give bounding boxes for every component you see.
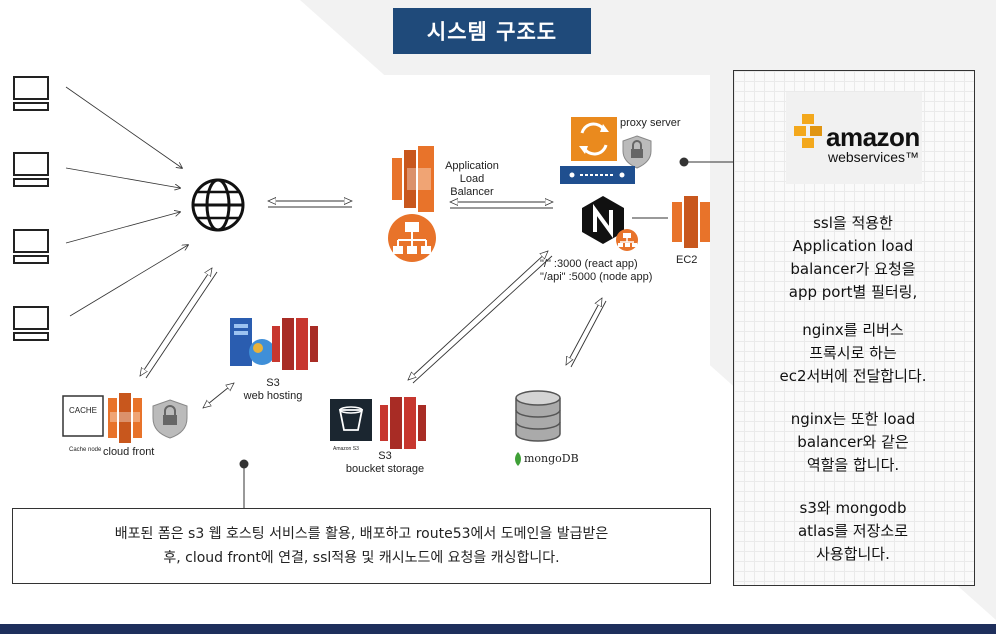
client-computer-icon (13, 152, 49, 187)
side-line: 사용합니다. (816, 545, 890, 563)
amazon-s3-label: Amazon S3 (333, 446, 359, 452)
double-arrow (450, 202, 553, 209)
proxy-server-label: proxy server (620, 117, 681, 129)
side-paragraph: ssl을 적용한 Application load balancer가 요청을 … (740, 212, 966, 304)
s3-icon (272, 318, 318, 370)
shield-icon (152, 399, 188, 439)
ec2-icon (672, 196, 710, 248)
cache-label: CACHE (68, 406, 97, 415)
mongodb-label: mongoDB (524, 452, 579, 465)
side-line: balancer가 요청을 (790, 260, 916, 278)
alb-label: Application Load Balancer (445, 160, 499, 198)
bottom-note-line: 후, cloud front에 연결, ssl적용 및 캐시노드에 요청을 캐싱… (163, 550, 560, 566)
database-icon (515, 390, 561, 442)
s3-web-hosting-label: S3 web hosting (243, 377, 303, 402)
s3-icon (380, 397, 426, 449)
double-arrow (140, 268, 218, 379)
mongodb-leaf-icon (515, 452, 521, 466)
side-line: s3와 mongodb (799, 499, 907, 517)
side-line: ec2서버에 전달합니다. (779, 367, 927, 385)
double-arrow (268, 201, 352, 208)
cloudfront-icon (108, 393, 142, 443)
page-title: 시스템 구조도 (393, 8, 591, 54)
route-label: "/" :3000 (react app) "/api" :5000 (node… (540, 258, 653, 283)
double-arrow (566, 298, 607, 368)
cache-node-label: Cache node (69, 447, 102, 453)
side-paragraph: s3와 mongodb atlas를 저장소로 사용합니다. (740, 497, 966, 566)
bottom-note-line: 배포된 폼은 s3 웹 호스팅 서비스를 활용, 배포하고 route53에서 … (114, 526, 609, 542)
shield-icon (622, 135, 652, 169)
side-line: app port별 필터링, (788, 283, 918, 301)
client-computer-icon (13, 76, 49, 111)
side-line: Application load (792, 237, 914, 255)
web-server-icon (230, 318, 275, 366)
side-line: ssl을 적용한 (813, 214, 893, 232)
client-computer-icon (13, 306, 49, 341)
s3-bucket-icon (330, 399, 372, 441)
cache-icon (62, 395, 104, 437)
side-line: 프록시로 하는 (809, 344, 897, 362)
globe-icon (191, 178, 245, 232)
bottom-note: 배포된 폼은 s3 웹 호스팅 서비스를 활용, 배포하고 route53에서 … (12, 508, 711, 584)
load-balancer-icon (388, 214, 436, 262)
aws-logo-subtext: webservices™ (828, 149, 920, 165)
double-arrow (408, 251, 553, 384)
side-line: 역할을 합니다. (806, 456, 900, 474)
side-line: atlas를 저장소로 (797, 522, 909, 540)
side-line: nginx를 리버스 (802, 321, 904, 339)
aws-logo-text: amazon (826, 122, 920, 152)
cloudfront-label: cloud front (103, 446, 155, 458)
side-paragraph: nginx는 또한 load balancer와 같은 역할을 합니다. (740, 408, 966, 477)
aws-cubes-icon (794, 114, 822, 148)
s3-storage-label: S3 boucket storage (345, 450, 425, 475)
ec2-label: EC2 (676, 254, 698, 266)
load-balancer-icon (392, 146, 434, 212)
client-computer-icon (13, 229, 49, 264)
side-line: balancer와 같은 (797, 433, 909, 451)
double-arrow (203, 383, 234, 408)
side-line: nginx는 또한 load (790, 410, 916, 428)
footer-bar (0, 624, 996, 634)
server-rack-icon (560, 166, 635, 184)
side-paragraph: nginx를 리버스 프록시로 하는 ec2서버에 전달합니다. (740, 319, 966, 388)
nginx-icon (582, 196, 638, 251)
proxy-server-icon (571, 117, 617, 161)
